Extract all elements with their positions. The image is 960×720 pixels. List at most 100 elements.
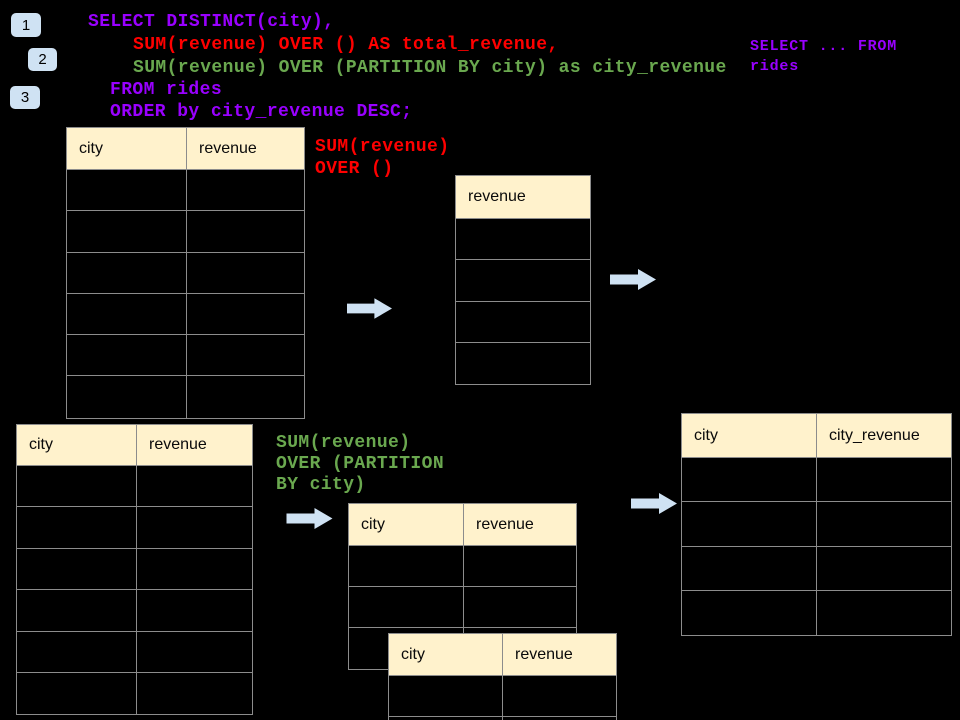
table-row <box>682 590 951 636</box>
column-header-city-revenue: city_revenue <box>817 414 951 458</box>
table-city-revenue-result: city city_revenue <box>681 413 952 637</box>
table-cell-empty <box>67 252 187 294</box>
table-row <box>17 631 252 673</box>
column-header-city: city <box>17 425 137 466</box>
table-cell-empty <box>67 335 187 377</box>
column-header-revenue: revenue <box>456 176 590 219</box>
table-cell-empty <box>137 507 252 549</box>
flow-arrow-right-icon <box>286 508 333 529</box>
table-cell-empty <box>17 590 137 632</box>
table-cell-empty <box>187 335 304 377</box>
annotation-over-partition-line-2: OVER (PARTITION <box>276 454 445 474</box>
table-row <box>17 548 252 591</box>
table-row <box>682 458 951 503</box>
column-header-revenue: revenue <box>137 425 252 466</box>
table-cell-empty <box>456 260 590 302</box>
table-cell-empty <box>137 631 252 673</box>
table-cell-empty <box>349 587 464 628</box>
table-cell-empty <box>137 672 252 715</box>
sql-line-order-by: ORDER by city_revenue DESC; <box>110 102 413 122</box>
column-header-city: city <box>682 414 817 458</box>
table-cell-empty <box>817 502 951 547</box>
table-rides-source: city revenue <box>66 127 305 419</box>
table-cell-empty <box>389 717 503 720</box>
table-row <box>456 260 590 302</box>
sql-line-total-revenue: SUM(revenue) OVER () AS total_revenue, <box>133 35 559 55</box>
table-cell-empty <box>349 546 464 587</box>
column-header-revenue: revenue <box>503 634 616 676</box>
table-cell-empty <box>187 293 304 336</box>
annotation-over-partition-line-1: SUM(revenue) <box>276 433 411 453</box>
table-row <box>349 587 576 628</box>
table-row <box>389 676 616 717</box>
table-cell-empty <box>817 458 951 503</box>
table-body <box>17 466 252 715</box>
table-row <box>682 546 951 591</box>
table-row <box>67 211 304 253</box>
table-header-row: city revenue <box>17 425 252 466</box>
column-header-revenue: revenue <box>187 128 304 170</box>
column-header-city: city <box>349 504 464 546</box>
step-badge-3: 3 <box>10 86 40 109</box>
column-header-city: city <box>389 634 503 676</box>
annotation-over-partition-line-3: BY city) <box>276 475 366 495</box>
table-cell-empty <box>187 211 304 253</box>
table-cell-empty <box>464 546 576 587</box>
table-header-row: revenue <box>456 176 590 219</box>
table-cell-empty <box>137 590 252 632</box>
table-row <box>17 507 252 549</box>
table-row <box>389 717 616 720</box>
table-cell-empty <box>682 546 817 591</box>
table-row <box>67 170 304 212</box>
table-row <box>456 342 590 385</box>
table-header-row: city revenue <box>67 128 304 170</box>
table-cell-empty <box>187 170 304 212</box>
flow-arrow-right-icon <box>631 492 677 515</box>
table-row <box>67 376 304 418</box>
table-body <box>456 219 590 385</box>
annotation-over-all-line-1: SUM(revenue) <box>315 137 450 157</box>
table-cell-empty <box>817 590 951 636</box>
table-cell-empty <box>17 507 137 549</box>
table-partition-group-b: city revenue <box>388 633 617 720</box>
table-row <box>17 466 252 508</box>
table-body <box>67 170 304 418</box>
table-cell-empty <box>389 676 503 717</box>
column-header-city: city <box>67 128 187 170</box>
table-row <box>67 335 304 377</box>
sql-line-select: SELECT DISTINCT(city), <box>88 12 335 32</box>
side-note-line-2: rides <box>750 58 800 75</box>
table-row <box>17 590 252 632</box>
flow-arrow-right-icon <box>610 268 656 291</box>
table-cell-empty <box>17 672 137 715</box>
table-cell-empty <box>817 546 951 591</box>
table-row <box>456 301 590 343</box>
table-cell-empty <box>464 587 576 628</box>
table-cell-empty <box>67 170 187 212</box>
step-badge-1: 1 <box>11 13 41 37</box>
table-header-row: city city_revenue <box>682 414 951 458</box>
table-cell-empty <box>67 293 187 336</box>
flow-arrow-right-icon <box>347 298 392 319</box>
table-cell-empty <box>137 548 252 591</box>
table-row <box>349 546 576 587</box>
table-total-revenue-intermediate: revenue <box>455 175 591 386</box>
table-cell-empty <box>67 376 187 418</box>
table-cell-empty <box>187 252 304 294</box>
table-cell-empty <box>456 342 590 385</box>
table-rides-source-partition: city revenue <box>16 424 253 716</box>
table-row <box>17 672 252 715</box>
table-row <box>456 219 590 261</box>
table-body <box>682 458 951 636</box>
table-header-row: city revenue <box>389 634 616 676</box>
table-cell-empty <box>682 502 817 547</box>
table-cell-empty <box>17 631 137 673</box>
table-cell-empty <box>17 548 137 591</box>
table-cell-empty <box>456 219 590 261</box>
sql-line-from: FROM rides <box>110 80 223 100</box>
table-cell-empty <box>187 376 304 418</box>
table-row <box>67 252 304 294</box>
table-cell-empty <box>682 590 817 636</box>
side-note-line-1: SELECT ... FROM <box>750 38 898 55</box>
